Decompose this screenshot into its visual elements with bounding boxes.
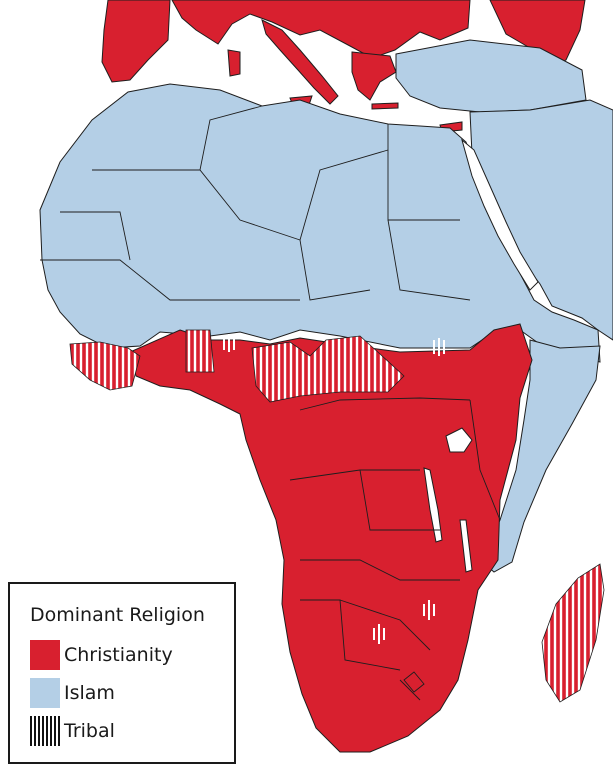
legend-title: Dominant Religion	[30, 604, 205, 626]
north-africa-region	[39, 83, 601, 363]
italy-region	[261, 19, 339, 105]
europe-central-region	[171, 0, 471, 59]
lake-victoria	[445, 427, 473, 453]
tribal-swatch	[30, 716, 60, 746]
somalia-region	[479, 339, 601, 573]
christianity-swatch	[30, 640, 60, 670]
nigeria-tribal	[251, 335, 405, 403]
tribal-marks	[223, 334, 445, 644]
sub-saharan-region	[129, 323, 533, 753]
greece-region	[351, 51, 397, 101]
lake-malawi	[459, 519, 473, 573]
legend-item-islam: Islam	[30, 678, 234, 708]
legend: Dominant Religion Christianity Islam Tri…	[8, 582, 236, 764]
madagascar-tribal	[541, 563, 605, 703]
islam-swatch	[30, 678, 60, 708]
sardinia-region	[227, 49, 241, 77]
red-sea	[461, 138, 539, 291]
legend-label: Christianity	[64, 644, 173, 666]
iberia-region	[101, 0, 171, 83]
legend-label: Islam	[64, 682, 115, 704]
legend-label: Tribal	[64, 720, 115, 742]
west-africa-tribal	[69, 341, 141, 391]
crete-region	[371, 102, 399, 110]
legend-item-tribal: Tribal	[30, 716, 234, 746]
ivory-coast-tribal	[185, 329, 215, 373]
lake-tanganyika	[423, 467, 443, 543]
country-borders	[40, 105, 501, 701]
legend-item-christianity: Christianity	[30, 640, 234, 670]
